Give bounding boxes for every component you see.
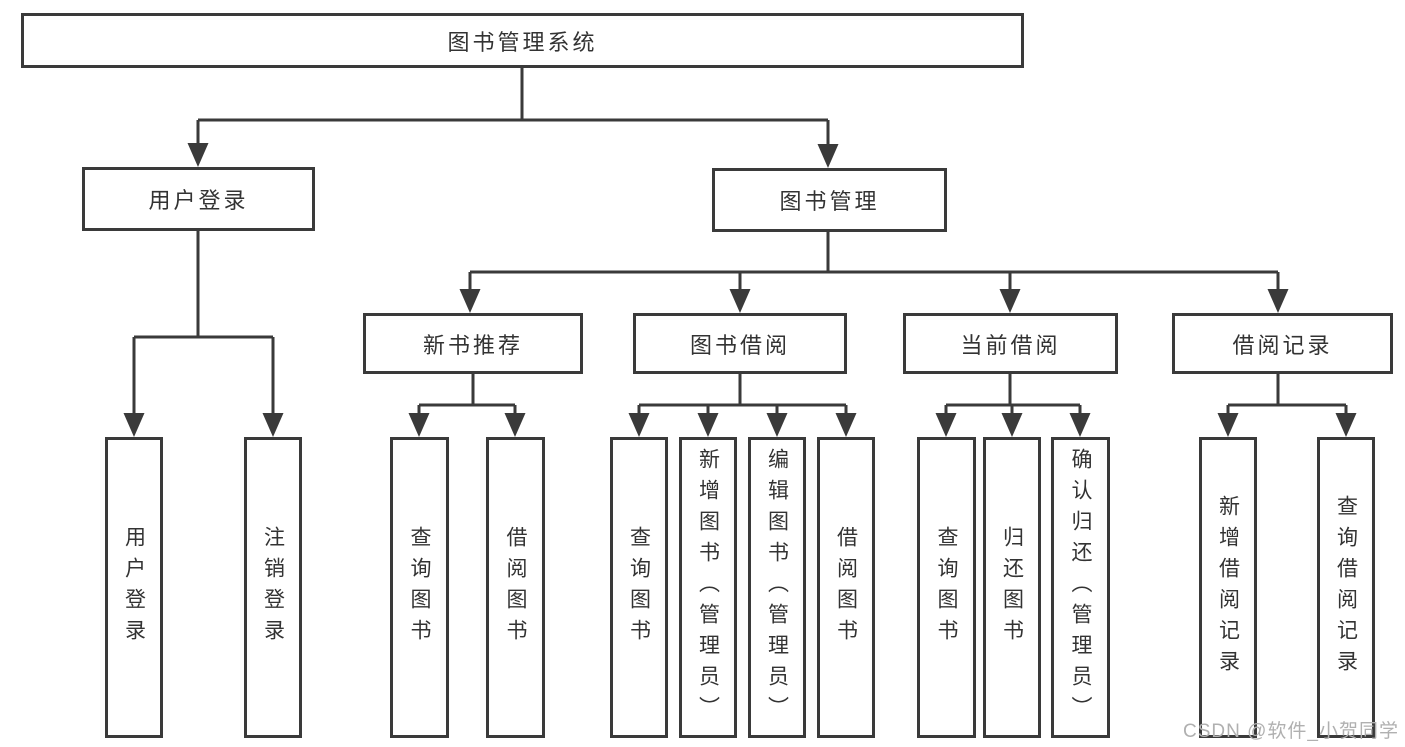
- node-current-borrow: 当前借阅: [903, 313, 1118, 374]
- node-user-login: 用户登录: [82, 167, 315, 231]
- leaf-borrow-books: 借阅图书: [817, 437, 875, 738]
- leaf-user-login: 用户登录: [105, 437, 163, 738]
- leaf-borrow-books-recommend: 借阅图书: [486, 437, 545, 738]
- leaf-confirm-return-admin: 确认归还（管理员）: [1051, 437, 1110, 738]
- leaf-query-borrow-record: 查询借阅记录: [1317, 437, 1375, 738]
- arrowheads: [123, 143, 1357, 437]
- connector-lines: [132, 68, 1348, 416]
- node-book-management: 图书管理: [712, 168, 947, 232]
- leaf-add-borrow-record: 新增借阅记录: [1199, 437, 1257, 738]
- leaf-query-books-borrow: 查询图书: [610, 437, 668, 738]
- node-book-borrow: 图书借阅: [633, 313, 847, 374]
- csdn-watermark: CSDN @软件_小贺同学: [1183, 721, 1399, 742]
- leaf-query-books-current: 查询图书: [917, 437, 976, 738]
- leaf-query-books-recommend: 查询图书: [390, 437, 449, 738]
- node-library-management-system: 图书管理系统: [21, 13, 1024, 68]
- leaf-logout: 注销登录: [244, 437, 302, 738]
- leaf-return-books: 归还图书: [983, 437, 1041, 738]
- node-new-book-recommend: 新书推荐: [363, 313, 583, 374]
- leaf-edit-book-admin: 编辑图书（管理员）: [748, 437, 806, 738]
- node-borrow-records: 借阅记录: [1172, 313, 1393, 374]
- leaf-add-book-admin: 新增图书（管理员）: [679, 437, 737, 738]
